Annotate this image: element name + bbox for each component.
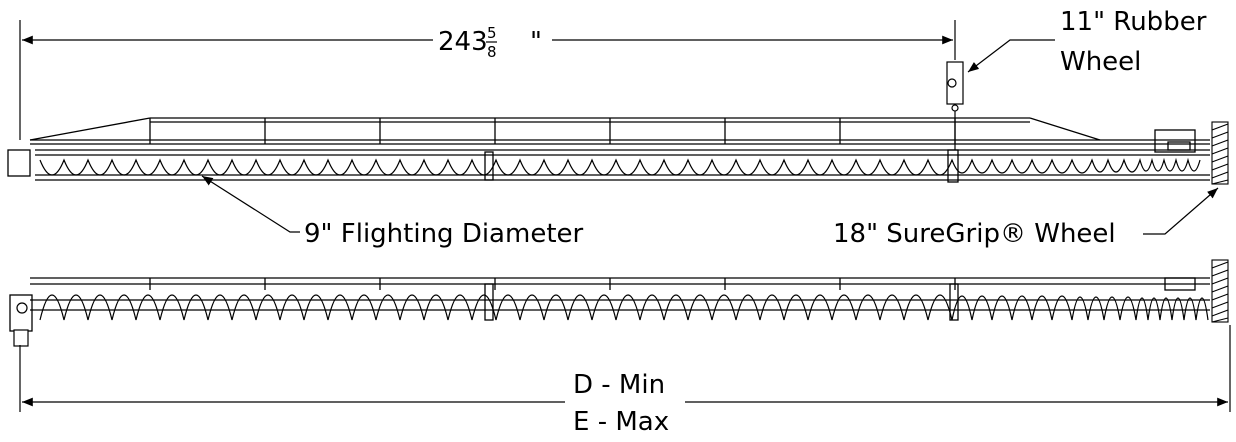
flighting-label: 9" Flighting Diameter — [304, 219, 584, 249]
top-dim-unit: " — [530, 27, 542, 57]
callout-flighting: 9" Flighting Diameter — [201, 175, 584, 249]
dim-max-label: E - Max — [573, 407, 669, 437]
top-flighting — [39, 157, 1201, 176]
top-frame — [7, 117, 1210, 183]
bottom-flighting — [39, 294, 1209, 321]
suregrip-leader — [1143, 187, 1219, 235]
top-dimension-label: 243 5 8 " — [438, 24, 542, 61]
callout-rubber-wheel: 11" Rubber Wheel — [967, 7, 1207, 77]
rubber-wheel-assembly — [946, 61, 964, 150]
auger-top-view — [7, 61, 1229, 185]
bottom-left-hitch — [13, 302, 29, 347]
rubber-wheel-label-line2: Wheel — [1060, 47, 1141, 77]
top-dim-numerator: 5 — [487, 24, 497, 42]
top-dim-whole: 243 — [438, 27, 488, 57]
callout-suregrip: 18" SureGrip® Wheel — [833, 187, 1219, 249]
bottom-suregrip-wheel — [1211, 259, 1229, 323]
rubber-wheel-label-line1: 11" Rubber — [1060, 7, 1207, 37]
flighting-leader — [201, 175, 300, 233]
bottom-dim-label-gap — [565, 392, 685, 412]
rubber-wheel-leader — [967, 39, 1055, 73]
top-suregrip-wheel — [1211, 121, 1229, 185]
dim-min-label: D - Min — [573, 370, 665, 400]
bottom-frame — [9, 277, 1210, 332]
auger-bottom-view — [9, 259, 1229, 347]
top-dimension — [19, 20, 956, 140]
top-dim-denominator: 8 — [487, 43, 497, 61]
suregrip-label: 18" SureGrip® Wheel — [833, 219, 1116, 249]
